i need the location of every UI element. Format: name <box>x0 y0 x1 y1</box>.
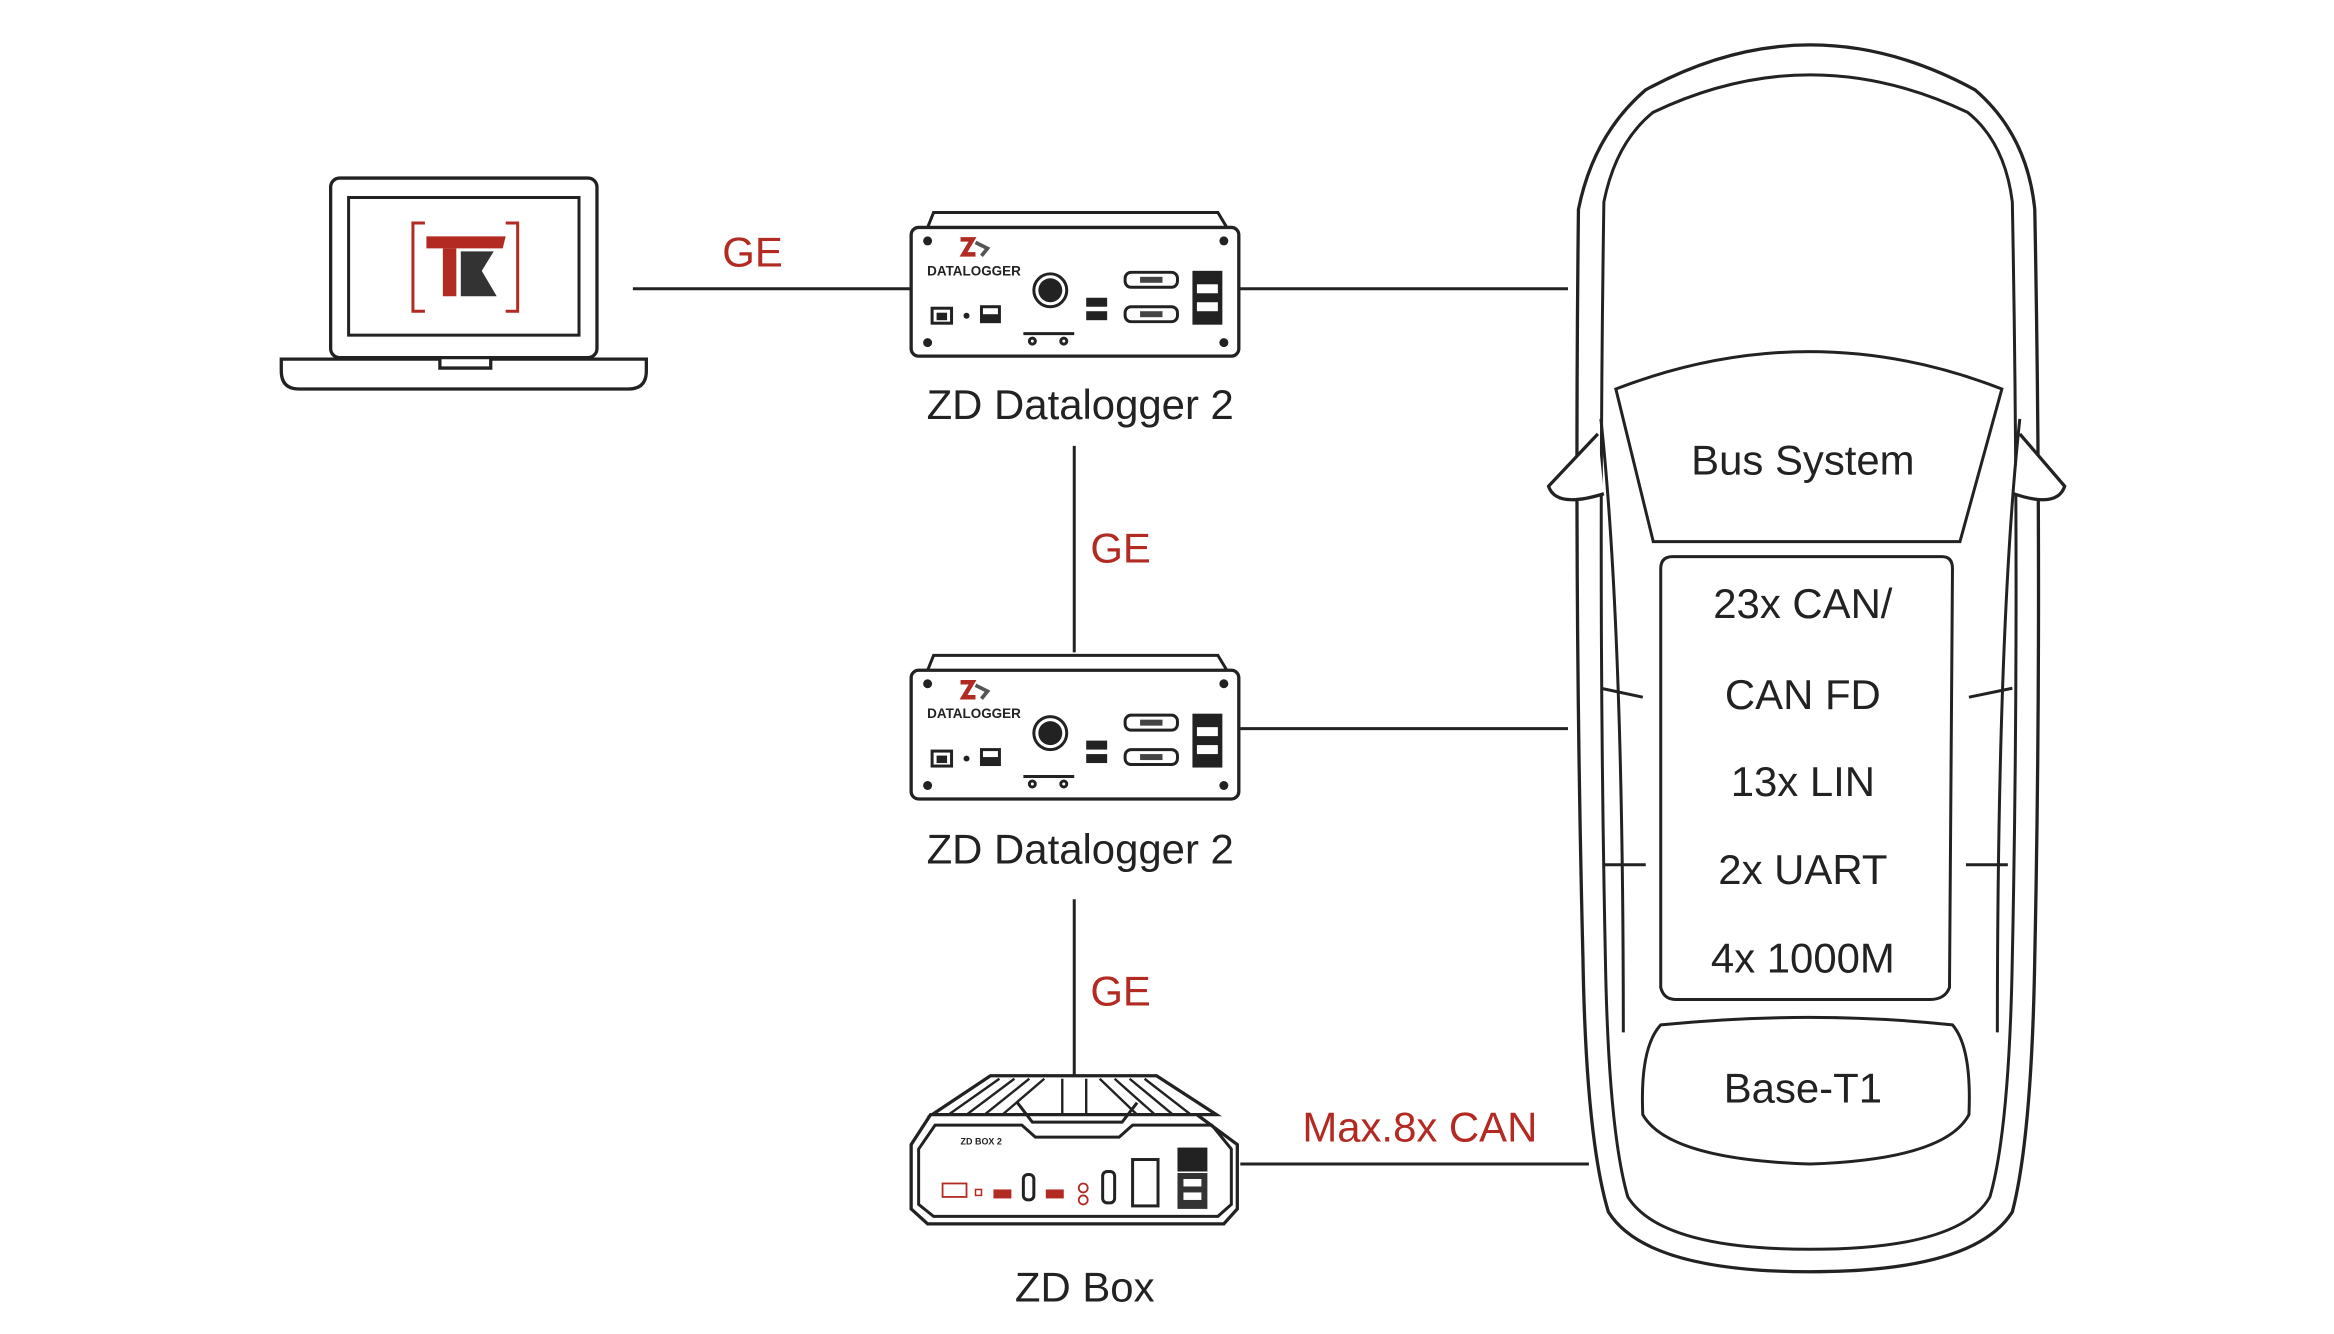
connection-label: GE <box>722 228 783 275</box>
connection-label: GE <box>1090 967 1151 1014</box>
device-brand: ZD BOX 2 <box>961 1137 1002 1147</box>
device-brand: DATALOGGER <box>927 263 1021 278</box>
car-bus-title: Bus System <box>1691 436 1914 483</box>
car-bus-line: CAN FD <box>1725 671 1881 718</box>
device-label: ZD Box <box>1015 1264 1155 1311</box>
car-bus-line: 2x UART <box>1718 846 1887 893</box>
connection-label: Max.8x CAN <box>1302 1104 1537 1151</box>
laptop-icon <box>279 176 648 391</box>
te-logo <box>411 221 520 313</box>
car-bus-line: 4x 1000M <box>1711 935 1895 982</box>
device-label: ZD Datalogger 2 <box>927 825 1234 872</box>
device-label: ZD Datalogger 2 <box>927 381 1234 428</box>
zd-box: ZD BOX 2 <box>909 1074 1239 1226</box>
car-bus-line: 13x LIN <box>1731 758 1875 805</box>
car-bus-line: 23x CAN/ <box>1713 580 1893 627</box>
datalogger-1: DATALOGGER <box>911 212 1239 356</box>
datalogger-2: DATALOGGER <box>911 655 1239 799</box>
car-icon <box>1546 43 2067 1274</box>
connection-lines <box>632 287 1589 1166</box>
car-bus-line: Base-T1 <box>1724 1065 1882 1112</box>
connection-label: GE <box>1090 525 1151 572</box>
device-brand: DATALOGGER <box>927 706 1021 721</box>
